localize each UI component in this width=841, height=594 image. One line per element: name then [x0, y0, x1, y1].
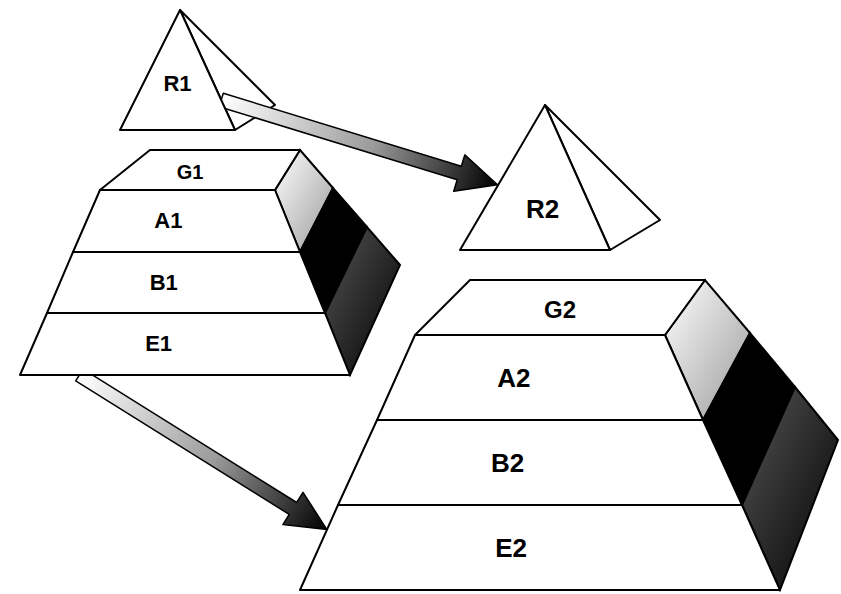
pyramid-band: B1 [47, 252, 325, 313]
band-label: A2 [497, 365, 530, 391]
node-shape [120, 10, 235, 130]
node-shape [20, 313, 350, 375]
band-label: R2 [526, 196, 559, 222]
band-label: B2 [491, 450, 524, 476]
top-face: G1 [100, 150, 300, 190]
band-label: B1 [150, 272, 178, 294]
node-shape [47, 252, 325, 313]
node-shape [100, 150, 300, 190]
node-outline [120, 10, 237, 132]
band-label: G1 [177, 162, 204, 182]
transition-arrow [76, 369, 327, 529]
node-shape [300, 505, 780, 590]
pyramid-band: A1 [73, 190, 300, 252]
node-shape [338, 420, 742, 505]
pyramid-band: E2 [300, 505, 780, 590]
node-outline [73, 190, 302, 254]
pyramid-band: B2 [338, 420, 742, 505]
band-label: R1 [163, 73, 191, 95]
band-label: E2 [495, 535, 527, 561]
node-outline [338, 420, 744, 507]
node-shape [73, 190, 300, 252]
node-outline [47, 252, 327, 315]
top-face: G2 [415, 280, 705, 335]
node-outline [300, 505, 782, 592]
band-label: G2 [544, 298, 576, 322]
node-outline [377, 335, 705, 422]
band-label: A1 [154, 210, 182, 232]
node-outline [460, 105, 612, 252]
pyramid-band: A2 [377, 335, 703, 420]
pyramid-band: E1 [20, 313, 350, 375]
pyramid-front: R2 [460, 105, 610, 250]
node-shape [415, 280, 705, 335]
band-label: E1 [145, 333, 172, 355]
node-shape [460, 105, 610, 250]
pyramid-front: R1 [120, 10, 235, 130]
node-shape [377, 335, 703, 420]
node-outline [20, 313, 352, 377]
